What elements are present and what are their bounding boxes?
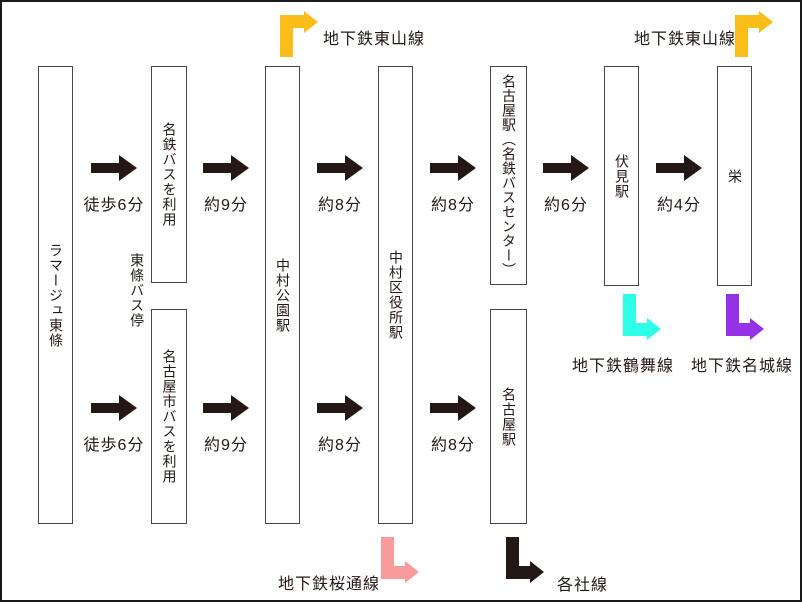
right-arrow-icon: [203, 155, 249, 181]
right-arrow-icon: [317, 395, 363, 421]
other-lines-arrow-icon: [506, 537, 544, 583]
station-box-ramaju: ラマージュ東條: [38, 66, 73, 524]
meijo-line-arrow-icon: [726, 294, 764, 340]
station-box-nakamura-kuyakusho: 中村区役所駅: [378, 66, 413, 524]
line-label-sakuradori: 地下鉄桜通線: [278, 576, 381, 593]
line-label-higashiyama-right: 地下鉄東山線: [634, 31, 737, 48]
time-label: 約6分: [544, 197, 588, 214]
right-arrow-icon: [91, 155, 137, 181]
higashiyama-line-arrow-icon: [735, 11, 773, 57]
line-label-higashiyama-left: 地下鉄東山線: [323, 31, 426, 48]
right-arrow-icon: [317, 155, 363, 181]
right-arrow-icon: [656, 155, 702, 181]
sakuradori-line-arrow-icon: [381, 537, 419, 583]
station-box-fushimi: 伏見駅: [604, 66, 639, 286]
station-box-sakae: 栄: [717, 66, 752, 286]
station-label-city-bus: 名古屋市バスを利用: [161, 349, 178, 484]
time-label: 約4分: [657, 197, 701, 214]
line-label-other-lines: 各社線: [557, 577, 609, 594]
right-arrow-icon: [430, 155, 476, 181]
time-label: 約8分: [318, 437, 362, 454]
station-label-sakae: 栄: [727, 168, 744, 184]
station-label-nagoya-meitetsu-bus-center: 名古屋駅（名鉄バスセンター）: [501, 74, 518, 277]
right-arrow-icon: [430, 395, 476, 421]
line-label-tsurumai: 地下鉄鶴舞線: [572, 358, 675, 375]
time-label: 約8分: [431, 197, 475, 214]
station-label-meitetsu-bus: 名鉄バスを利用: [161, 122, 178, 227]
right-arrow-icon: [203, 395, 249, 421]
line-label-meijo: 地下鉄名城線: [691, 358, 794, 375]
time-label: 約9分: [204, 437, 248, 454]
time-label: 約9分: [204, 197, 248, 214]
station-box-nagoya: 名古屋駅: [490, 309, 527, 524]
station-box-nakamura-koen: 中村公園駅: [265, 66, 300, 524]
time-label: 徒歩6分: [83, 197, 145, 214]
station-label-ramaju: ラマージュ東條: [48, 242, 65, 348]
time-label: 約8分: [431, 437, 475, 454]
right-arrow-icon: [543, 155, 589, 181]
right-arrow-icon: [91, 395, 137, 421]
tsurumai-line-arrow-icon: [623, 294, 661, 340]
time-label: 徒歩6分: [83, 437, 145, 454]
station-box-nagoya-meitetsu-bus-center: 名古屋駅（名鉄バスセンター）: [490, 66, 527, 285]
higashiyama-line-arrow-icon: [280, 11, 318, 57]
station-box-meitetsu-bus: 名鉄バスを利用: [151, 66, 187, 283]
station-label-fushimi: 伏見駅: [614, 153, 631, 199]
time-label: 約8分: [318, 197, 362, 214]
bus-stop-label-tojo: 東條バス停: [129, 253, 146, 328]
station-label-nakamura-kuyakusho: 中村区役所駅: [388, 250, 405, 340]
station-label-nakamura-koen: 中村公園駅: [275, 257, 292, 333]
station-box-city-bus: 名古屋市バスを利用: [151, 309, 187, 524]
station-label-nagoya: 名古屋駅: [501, 386, 518, 447]
